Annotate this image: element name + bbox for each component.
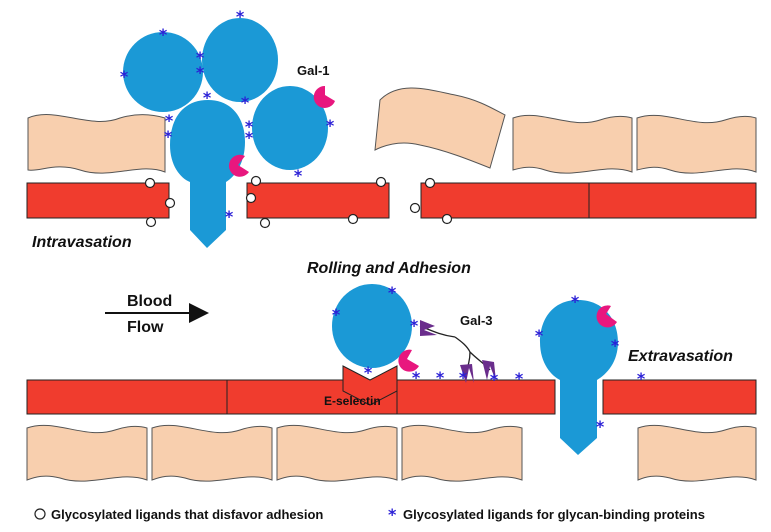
open-circle-ligand (250, 175, 262, 187)
open-circle-ligand (409, 202, 421, 214)
tissue-cell (27, 114, 166, 174)
tissue-cell (26, 424, 148, 482)
star-ligand: * (459, 368, 468, 387)
legend-circle-icon (34, 508, 46, 520)
star-ligand: * (364, 363, 373, 382)
open-circle-ligand (347, 213, 359, 225)
gal3-icon (460, 364, 474, 383)
endothelial-cell (26, 379, 228, 415)
rolling-adhesion-label: Rolling and Adhesion (307, 260, 471, 277)
gal1-icon (228, 154, 249, 177)
star-ligand: * (436, 368, 445, 387)
extravasating-tumor-cell (540, 300, 618, 455)
star-ligand: * (410, 316, 419, 335)
tumor-cell (202, 18, 278, 102)
endothelial-cell (588, 182, 757, 219)
star-ligand: * (535, 326, 544, 345)
tissue-cell (374, 87, 506, 169)
open-circle-ligand (245, 192, 257, 204)
legend-star-text: Glycosylated ligands for glycan-binding … (403, 507, 705, 522)
open-circle-ligand (424, 177, 436, 189)
star-ligand: * (571, 292, 580, 311)
star-ligand: * (196, 48, 205, 67)
tissue-cell (401, 424, 523, 482)
tumor-cell (123, 32, 203, 112)
rolling-tumor-cell (332, 284, 412, 368)
star-ligand: * (611, 336, 620, 355)
gal3-label: Gal-3 (460, 313, 493, 328)
blood-label: Blood (127, 293, 172, 310)
star-ligand: * (165, 111, 174, 130)
e-selectin-icon (342, 365, 398, 406)
open-circle-ligand (144, 177, 156, 189)
endothelial-cell (396, 379, 556, 415)
star-ligand: * (241, 93, 250, 112)
e-selectin-label: E-selectin (324, 394, 381, 408)
tissue-cell (636, 114, 757, 174)
star-ligand: * (120, 67, 129, 86)
gal3-icon (482, 360, 496, 381)
gal1-icon (313, 85, 335, 108)
endothelial-cell (246, 182, 390, 219)
gal3-icon (420, 320, 437, 336)
open-circle-ligand (441, 213, 453, 225)
glycan-ligands-bottom: * * * * * * * * * * * * * * (332, 283, 646, 436)
star-ligand: * (159, 25, 168, 44)
star-ligand: * (388, 283, 397, 302)
intravasation-label: Intravasation (32, 234, 132, 251)
star-ligand: * (236, 7, 245, 26)
star-ligand: * (412, 368, 421, 387)
gal1-label: Gal-1 (297, 63, 330, 78)
legend: Glycosylated ligands that disfavor adhes… (34, 505, 705, 524)
flow-label: Flow (127, 319, 164, 336)
star-ligand: * (203, 88, 212, 107)
gal3-tail (454, 336, 471, 353)
star-ligand: * (164, 127, 173, 146)
legend-circle-text: Glycosylated ligands that disfavor adhes… (51, 507, 323, 522)
star-ligand: * (225, 207, 234, 226)
top-vessel-wall (26, 182, 757, 219)
endothelial-cell (26, 182, 170, 219)
gal1-proteins (228, 85, 335, 177)
star-ligand: * (294, 166, 303, 185)
endothelial-cell (420, 182, 590, 219)
top-tissue-layer (27, 87, 757, 174)
star-ligand: * (637, 369, 646, 388)
star-ligand: * (326, 116, 335, 135)
tumor-cells-cluster (123, 18, 328, 248)
tissue-cell (512, 114, 633, 174)
tissue-cell (637, 424, 757, 482)
star-ligand: * (332, 305, 341, 324)
tissue-cell (151, 424, 273, 482)
bottom-tissue-layer (26, 424, 757, 482)
gal3-heads (420, 320, 496, 383)
open-circle-ligand (145, 216, 157, 228)
disfavor-ligands-top (144, 175, 453, 229)
extravasation-label: Extravasation (628, 348, 733, 365)
star-ligand: * (245, 117, 254, 136)
intravasating-tumor-cell (170, 100, 245, 248)
open-circle-ligand (164, 197, 176, 209)
endothelial-cell (602, 379, 757, 415)
legend-star-icon: * (388, 505, 397, 524)
star-ligand: * (596, 417, 605, 436)
star-ligand: * (245, 128, 254, 147)
tumor-cell (252, 86, 328, 170)
star-ligand: * (196, 63, 205, 82)
open-circle-ligand (375, 176, 387, 188)
gal1-icon (596, 305, 617, 328)
star-ligand: * (515, 369, 524, 388)
star-ligand: * (490, 370, 499, 389)
tissue-cell (276, 424, 398, 482)
gal1-icon (398, 349, 419, 372)
open-circle-ligand (259, 217, 271, 229)
glycan-ligands-top: * * * * * * * * * * * * * * (120, 7, 335, 226)
